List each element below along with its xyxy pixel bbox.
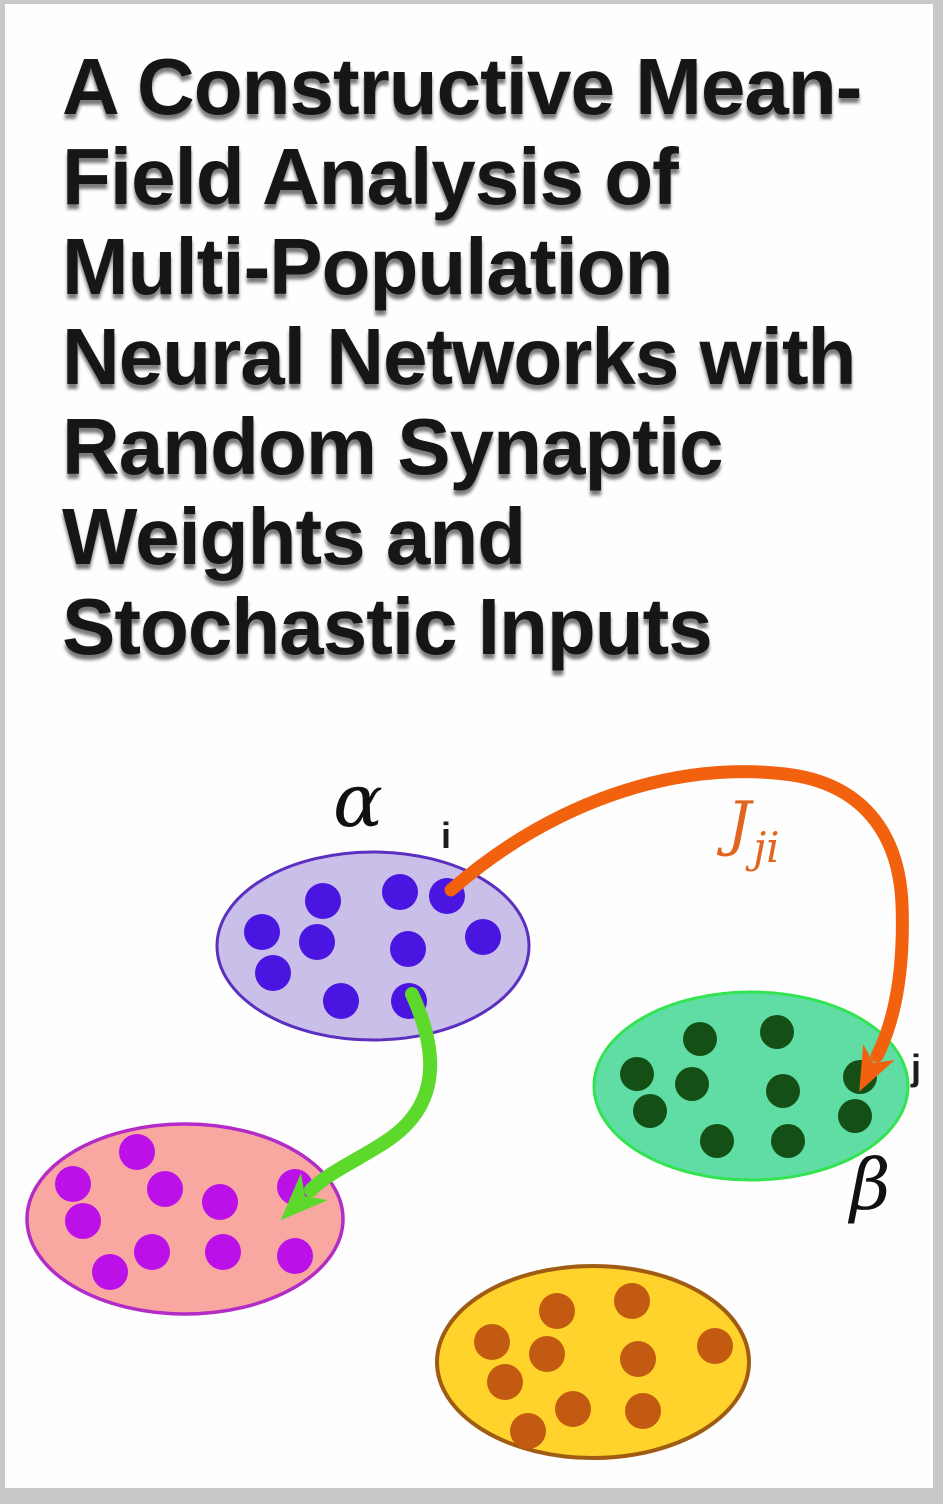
neuron-dot [134, 1234, 170, 1270]
neuron-dot [465, 919, 501, 955]
title-line-2: Field Analysis of [62, 132, 679, 221]
synapse-arrow-jji-orange [444, 765, 909, 1092]
title-line-1: A Constructive Mean- [62, 42, 862, 131]
neuron-dot [255, 955, 291, 991]
population-pink [25, 1122, 345, 1316]
population-beta [592, 990, 910, 1182]
synaptic-weight-label-main: J [727, 789, 752, 859]
neuron-dot [119, 1134, 155, 1170]
title-line-5: Random Synaptic [62, 402, 724, 491]
neuron-dot [147, 1171, 183, 1207]
synapse-arrow-alpha-pink-green [280, 987, 438, 1221]
neuron-dot [620, 1057, 654, 1091]
neuron-dot [614, 1283, 650, 1319]
title-line-3: Multi-Population [62, 222, 674, 311]
neuron-dot [510, 1413, 546, 1449]
population-beta-ellipse [592, 990, 910, 1182]
neuron-dot [555, 1391, 591, 1427]
neuron-dot [683, 1022, 717, 1056]
neuron-dot [205, 1234, 241, 1270]
neuron-dot [305, 883, 341, 919]
synaptic-weight-label-sub: ji [753, 823, 780, 872]
cover-page: A Constructive Mean- Field Analysis of M… [5, 4, 933, 1488]
cover-title: A Constructive Mean- Field Analysis of M… [62, 42, 922, 672]
neuron-dot [675, 1067, 709, 1101]
synaptic-weight-label: Jji [727, 794, 780, 869]
title-line-6: Weights and [62, 492, 526, 581]
neuron-dot [529, 1336, 565, 1372]
population-beta-label: β [850, 1144, 891, 1226]
neuron-dot [244, 914, 280, 950]
title-line-4: Neural Networks with [62, 312, 857, 401]
neuron-j-label: j [911, 1047, 922, 1088]
neuron-dot [625, 1393, 661, 1429]
population-yellow-ellipse [435, 1264, 751, 1460]
neuron-dot [633, 1094, 667, 1128]
neuron-dot [65, 1203, 101, 1239]
neuron-dot [766, 1074, 800, 1108]
neuron-i-label: i [441, 815, 452, 856]
neuron-dot [771, 1124, 805, 1158]
neuron-dot [697, 1328, 733, 1364]
title-line-7: Stochastic Inputs [62, 582, 713, 671]
neuron-dot [487, 1364, 523, 1400]
population-yellow [435, 1264, 751, 1460]
neuron-dot [382, 874, 418, 910]
population-alpha [215, 850, 531, 1042]
neuron-dot [843, 1060, 877, 1094]
neuron-dot [760, 1015, 794, 1049]
neuron-dot [539, 1293, 575, 1329]
neuron-dot [323, 983, 359, 1019]
neuron-dot [700, 1124, 734, 1158]
neuron-dot [474, 1324, 510, 1360]
populations-diagram [25, 765, 910, 1460]
neuron-dot [55, 1166, 91, 1202]
neuron-dot [838, 1099, 872, 1133]
neuron-dot [92, 1254, 128, 1290]
population-alpha-label: α [333, 758, 383, 844]
neuron-dot [390, 931, 426, 967]
neuron-dot [277, 1238, 313, 1274]
neuron-dot [299, 924, 335, 960]
neuron-dot [202, 1184, 238, 1220]
neuron-dot [620, 1341, 656, 1377]
